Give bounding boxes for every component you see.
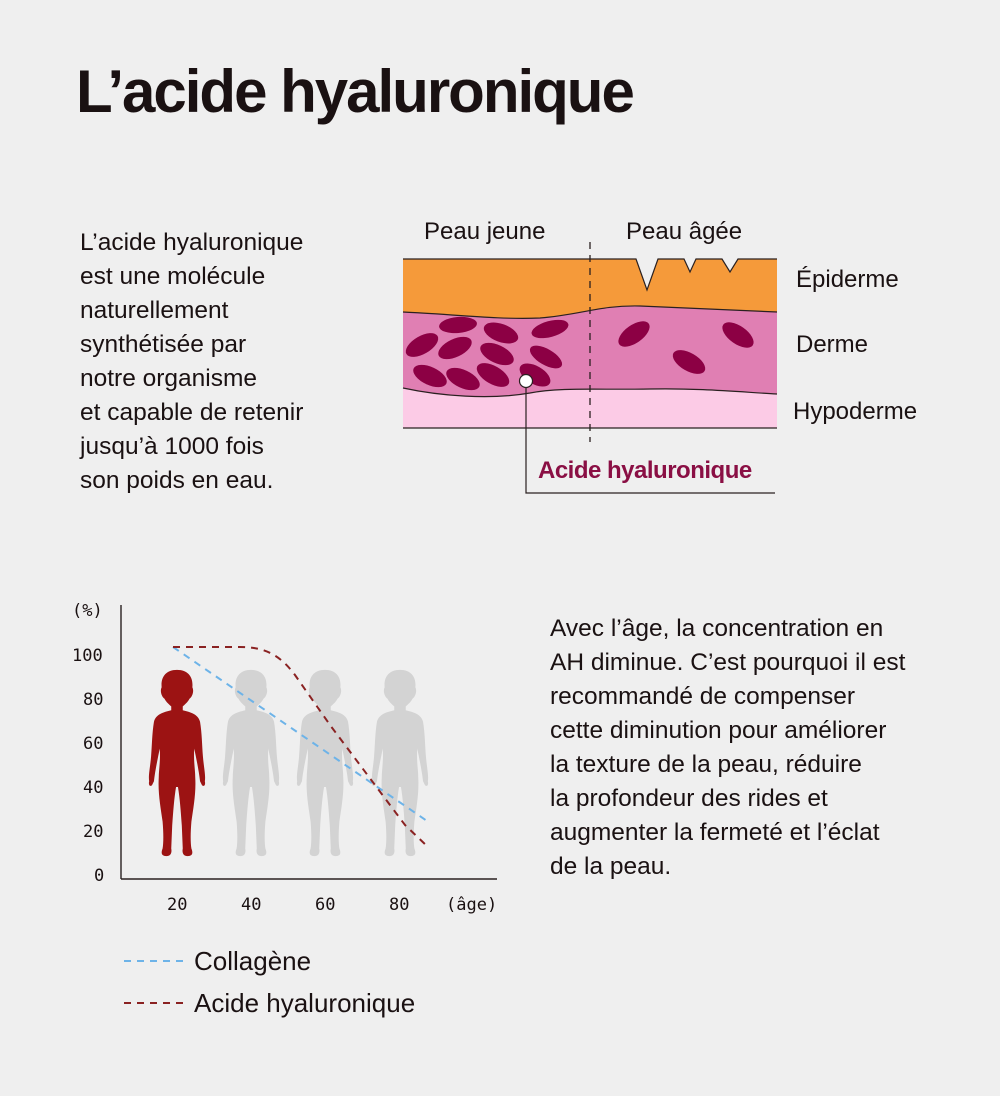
svg-text:80: 80 — [389, 895, 409, 915]
epiderme-layer — [403, 259, 777, 319]
svg-text:20: 20 — [167, 895, 187, 915]
intro-line: jusqu’à 1000 fois — [80, 433, 264, 460]
intro-line: son poids en eau. — [80, 467, 274, 494]
intro-line: synthétisée par — [80, 331, 247, 358]
description-paragraph: Avec l’âge, la concentration en AH dimin… — [550, 612, 905, 884]
hyaluronic-molecules — [405, 316, 754, 391]
svg-text:60: 60 — [83, 734, 103, 754]
intro-line: et capable de retenir — [80, 399, 304, 426]
dashed-line-icon — [124, 1002, 184, 1004]
desc-line: AH diminue. C’est pourquoi il est — [550, 649, 906, 676]
svg-text:20: 20 — [83, 822, 103, 842]
layer-label-derme: Derme — [796, 331, 869, 358]
y-tick-labels: (%) 100 80 60 40 20 0 — [72, 601, 104, 886]
desc-line: la texture de la peau, réduire — [550, 751, 862, 778]
svg-text:40: 40 — [241, 895, 261, 915]
age-chart: (%) 100 80 60 40 20 0 20 40 60 80 (âge) — [72, 601, 497, 915]
callout-dot-icon — [518, 373, 534, 389]
x-tick-labels: 20 40 60 80 (âge) — [167, 895, 497, 915]
desc-line: Avec l’âge, la concentration en — [550, 615, 884, 642]
svg-text:60: 60 — [315, 895, 335, 915]
layer-label-epiderme: Épiderme — [796, 266, 899, 293]
desc-line: la profondeur des rides et — [550, 785, 828, 812]
legend-item-hyaluronic: Acide hyaluronique — [124, 982, 415, 1024]
intro-paragraph: L’acide hyaluronique est une molécule na… — [80, 226, 380, 498]
intro-line: est une molécule — [80, 263, 266, 290]
skin-layers-illustration — [402, 242, 778, 494]
legend-item-collagen: Collagène — [124, 940, 415, 982]
svg-text:80: 80 — [83, 690, 103, 710]
young-skin-label: Peau jeune — [424, 218, 546, 245]
desc-line: recommandé de compenser — [550, 683, 856, 710]
old-skin-label: Peau âgée — [626, 218, 743, 245]
page-title: L’acide hyaluronique — [76, 58, 635, 125]
figure-age-40 — [222, 669, 280, 857]
hyaluronic-callout-label: Acide hyaluronique — [538, 457, 752, 484]
svg-text:(âge): (âge) — [446, 895, 497, 915]
hyaluronic-line — [173, 646, 429, 848]
dashed-line-icon — [124, 960, 184, 962]
intro-line: L’acide hyaluronique — [80, 229, 304, 256]
intro-line: notre organisme — [80, 365, 258, 392]
svg-text:0: 0 — [94, 866, 104, 886]
svg-text:(%): (%) — [72, 601, 103, 621]
legend-label: Collagène — [194, 945, 312, 976]
desc-line: cette diminution pour améliorer — [550, 717, 887, 744]
layer-label-hypoderme: Hypoderme — [793, 398, 918, 425]
svg-text:100: 100 — [72, 646, 103, 666]
intro-line: naturellement — [80, 297, 229, 324]
figure-age-80 — [371, 669, 429, 857]
desc-line: augmenter la fermeté et l’éclat — [550, 819, 880, 846]
desc-line: de la peau. — [550, 853, 672, 880]
chart-legend: Collagène Acide hyaluronique — [124, 940, 415, 1024]
figure-age-60 — [296, 669, 354, 857]
legend-label: Acide hyaluronique — [194, 987, 416, 1018]
figure-age-20 — [148, 669, 206, 857]
svg-text:40: 40 — [83, 778, 103, 798]
